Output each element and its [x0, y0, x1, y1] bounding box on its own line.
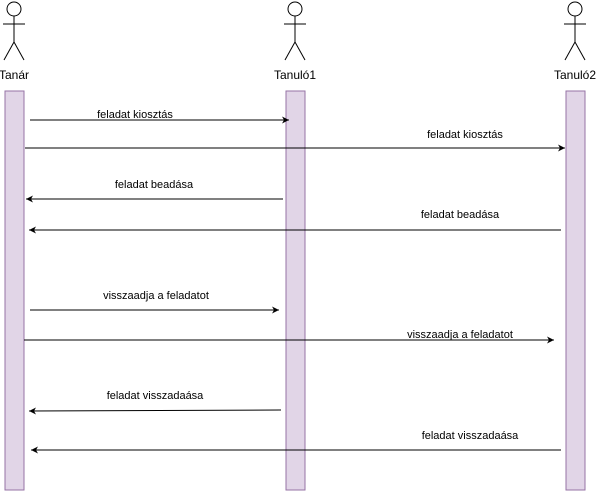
actor-label-tanulo2: Tanuló2: [554, 68, 596, 82]
actor-tanar[interactable]: Tanár: [0, 1, 29, 82]
message-4[interactable]: feladat beadása: [29, 209, 561, 234]
message-label: visszaadja a feladatot: [407, 329, 513, 341]
actor-label-tanulo1: Tanuló1: [274, 68, 316, 82]
actor-tanulo1[interactable]: Tanuló1: [274, 1, 316, 82]
lifeline-tanulo2[interactable]: [565, 90, 586, 491]
message-5[interactable]: visszaadja a feladatot: [30, 290, 279, 314]
message-3[interactable]: feladat beadása: [26, 179, 283, 203]
message-label: feladat visszadaása: [107, 390, 204, 402]
message-2[interactable]: feladat kiosztás: [25, 129, 565, 152]
message-8[interactable]: feladat visszadaása: [31, 430, 561, 454]
stick-figure-icon: [284, 1, 306, 61]
message-arrow: [28, 407, 282, 415]
stick-figure-icon: [3, 1, 25, 61]
actor-tanulo2[interactable]: Tanuló2: [554, 1, 596, 82]
message-label: feladat kiosztás: [427, 129, 503, 141]
message-label: feladat visszadaása: [422, 430, 519, 442]
lifeline-tanulo1[interactable]: [285, 90, 306, 491]
message-label: visszaadja a feladatot: [103, 290, 209, 302]
message-7[interactable]: feladat visszadaása: [28, 390, 282, 415]
message-1[interactable]: feladat kiosztás: [30, 109, 289, 124]
message-6[interactable]: visszaadja a feladatot: [24, 329, 554, 344]
message-label: feladat beadása: [115, 179, 194, 191]
actor-label-tanar: Tanár: [0, 68, 29, 82]
message-label: feladat beadása: [421, 209, 500, 221]
lifeline-tanar[interactable]: [4, 90, 25, 491]
stick-figure-icon: [564, 1, 586, 61]
message-label: feladat kiosztás: [97, 109, 173, 121]
